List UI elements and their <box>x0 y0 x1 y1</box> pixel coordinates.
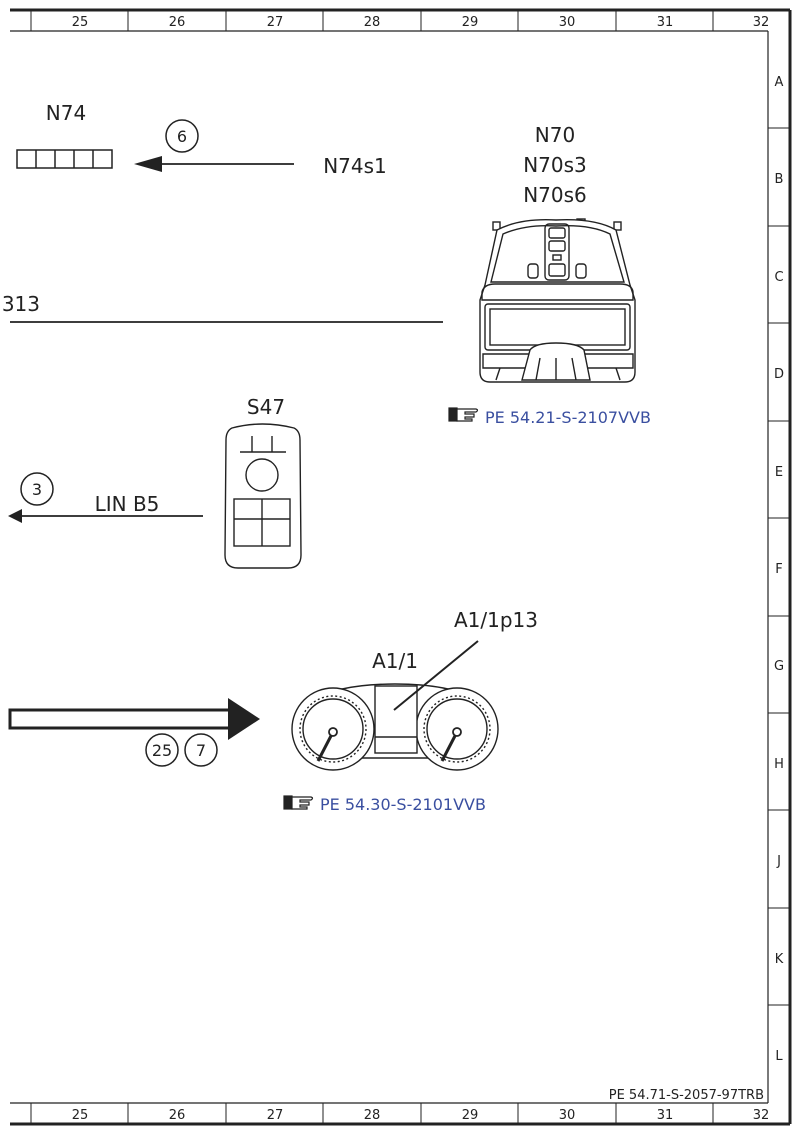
side-ruler-label: F <box>775 562 782 577</box>
n74s1-signal-arrow <box>134 156 294 172</box>
ref-circle-25[interactable]: 25 <box>145 733 179 767</box>
n74-connector-icon <box>16 149 113 169</box>
ref-circle-3[interactable]: 3 <box>20 472 54 506</box>
n70s6-label: N70s6 <box>523 183 587 207</box>
side-ruler-label: B <box>775 172 784 187</box>
bottom-ruler-label: 25 <box>72 1108 89 1123</box>
side-ruler-ticks <box>768 127 790 1006</box>
a1-reference-link[interactable]: PE 54.30-S-2101VVB <box>283 795 486 814</box>
n70-reference-text[interactable]: PE 54.21-S-2107VVB <box>485 408 651 427</box>
bottom-ruler-ticks <box>30 1103 714 1124</box>
lin-b5-signal-arrow <box>8 509 203 523</box>
switch-module-icon <box>224 423 302 569</box>
side-ruler-label: H <box>774 757 784 772</box>
bottom-ruler-label: 32 <box>753 1108 770 1123</box>
top-ruler-label: 29 <box>462 15 479 30</box>
bus-313: 313 <box>2 292 443 323</box>
a1p13-leader-line <box>393 640 479 711</box>
top-ruler-label: 28 <box>364 15 381 30</box>
a1-component: A1/1 A1/1p13 2 <box>8 608 538 814</box>
top-ruler-label: 30 <box>559 15 576 30</box>
ref-circle-25-label: 25 <box>152 741 172 760</box>
n70s3-label: N70s3 <box>523 153 587 177</box>
top-ruler-ticks <box>30 10 714 31</box>
a1p13-label: A1/1p13 <box>454 608 538 632</box>
bottom-ruler-label: 30 <box>559 1108 576 1123</box>
bus-313-label: 313 <box>2 292 40 316</box>
side-ruler-label: C <box>774 270 783 285</box>
top-ruler-label: 32 <box>753 15 770 30</box>
overhead-control-panel-icon <box>479 218 636 383</box>
s47-component: S47 <box>224 395 302 569</box>
a1-reference-text[interactable]: PE 54.30-S-2101VVB <box>320 795 486 814</box>
side-ruler-label: A <box>775 75 784 90</box>
n70-component: N70 N70s3 N70s6 <box>448 123 651 427</box>
side-ruler-label: G <box>774 659 784 674</box>
s47-label: S47 <box>247 395 285 419</box>
document-id: PE 54.71-S-2057-97TRB <box>609 1088 764 1103</box>
side-ruler-label: K <box>775 952 784 967</box>
top-ruler-label: 27 <box>267 15 284 30</box>
top-ruler-label: 26 <box>169 15 186 30</box>
instrument-cluster-icon <box>291 683 499 771</box>
bus-double-line-arrow <box>8 698 260 740</box>
top-ruler-label: 31 <box>657 15 674 30</box>
ref-circle-6[interactable]: 6 <box>165 119 199 153</box>
side-ruler-label: J <box>776 854 781 869</box>
top-ruler-label: 25 <box>72 15 89 30</box>
n74-component: N74 <box>16 101 113 169</box>
ref-circle-3-label: 3 <box>32 480 42 499</box>
bottom-ruler-label: 26 <box>169 1108 186 1123</box>
bottom-ruler-label: 28 <box>364 1108 381 1123</box>
bottom-ruler-label: 29 <box>462 1108 479 1123</box>
n74s1-label: N74s1 <box>323 154 387 178</box>
n70-label: N70 <box>535 123 575 147</box>
side-ruler-label: E <box>775 465 783 480</box>
sheet-frame <box>10 8 792 1126</box>
pointing-hand-icon <box>448 407 479 422</box>
n74-label: N74 <box>46 101 86 125</box>
lin-b5-label: LIN B5 <box>95 492 160 516</box>
bottom-ruler-labels: 25 26 27 28 29 30 31 32 <box>72 1108 770 1123</box>
ref-circle-7[interactable]: 7 <box>184 733 218 767</box>
bottom-ruler-label: 31 <box>657 1108 674 1123</box>
side-ruler-labels: A B C D E F G H J K L <box>774 75 784 1064</box>
ref-circle-7-label: 7 <box>196 741 206 760</box>
bottom-ruler-label: 27 <box>267 1108 284 1123</box>
pointing-hand-icon <box>283 795 314 810</box>
top-ruler-labels: 25 26 27 28 29 30 31 32 <box>72 15 770 30</box>
n70-reference-link[interactable]: PE 54.21-S-2107VVB <box>448 407 651 427</box>
ref-circle-6-label: 6 <box>177 127 187 146</box>
a1-label: A1/1 <box>372 649 418 673</box>
side-ruler-label: D <box>774 367 784 382</box>
side-ruler-label: L <box>775 1049 783 1064</box>
